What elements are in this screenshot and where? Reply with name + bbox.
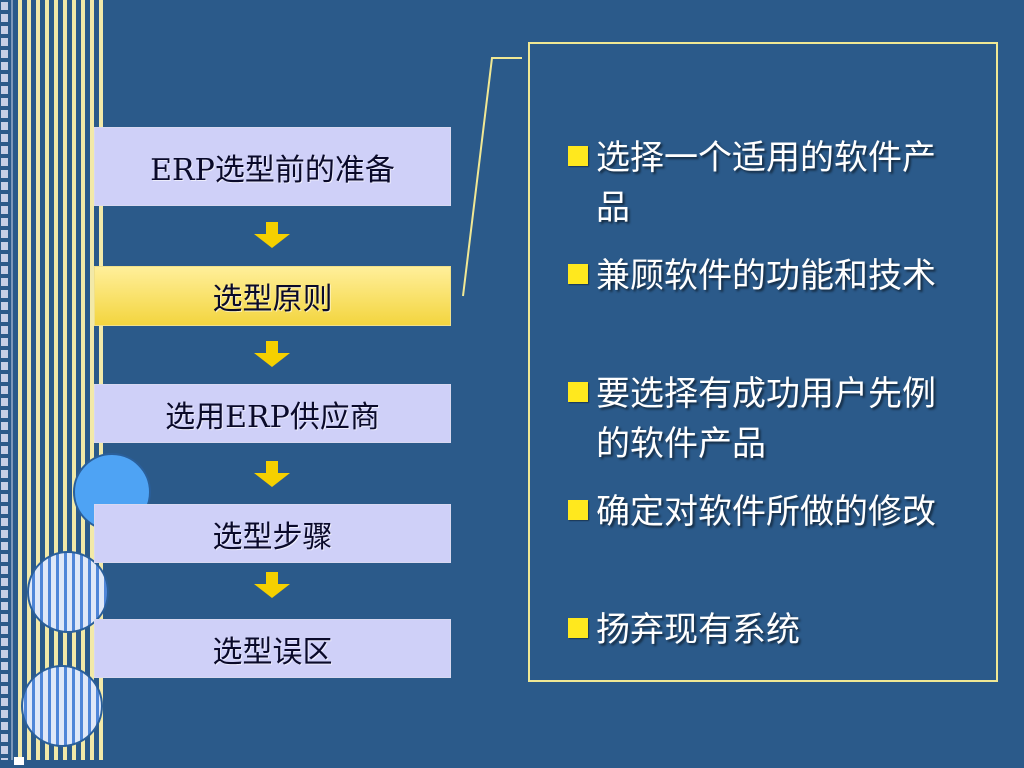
down-arrow-icon: [254, 222, 290, 248]
step-selection-pitfalls[interactable]: 选型误区: [94, 619, 451, 678]
list-item-text: 确定对软件所做的修改: [596, 492, 936, 532]
step-erp-preparation[interactable]: ERP选型前的准备: [94, 127, 451, 206]
list-item: 确定对软件所做的修改: [568, 487, 968, 537]
square-bullet-icon: [568, 500, 588, 520]
down-arrow-icon: [254, 341, 290, 367]
list-item: 兼顾软件的功能和技术: [568, 251, 968, 301]
list-item-text: 要选择有成功用户先例的软件产品: [596, 374, 936, 464]
step-select-erp-vendor[interactable]: 选用ERP供应商: [94, 384, 451, 443]
list-item: 扬弃现有系统: [568, 605, 968, 655]
down-arrow-icon: [254, 461, 290, 487]
list-item-text: 选择一个适用的软件产品: [596, 138, 936, 228]
list-item: 要选择有成功用户先例的软件产品: [568, 369, 968, 469]
principles-panel: [528, 42, 998, 682]
down-arrow-icon: [254, 572, 290, 598]
square-bullet-icon: [568, 146, 588, 166]
square-bullet-icon: [568, 618, 588, 638]
list-item-text: 扬弃现有系统: [596, 610, 800, 650]
list-item-text: 兼顾软件的功能和技术: [596, 256, 936, 296]
list-item: 选择一个适用的软件产品: [568, 133, 968, 233]
step-selection-principles[interactable]: 选型原则: [94, 266, 451, 326]
square-bullet-icon: [568, 264, 588, 284]
step-selection-steps[interactable]: 选型步骤: [94, 504, 451, 563]
square-bullet-icon: [568, 382, 588, 402]
